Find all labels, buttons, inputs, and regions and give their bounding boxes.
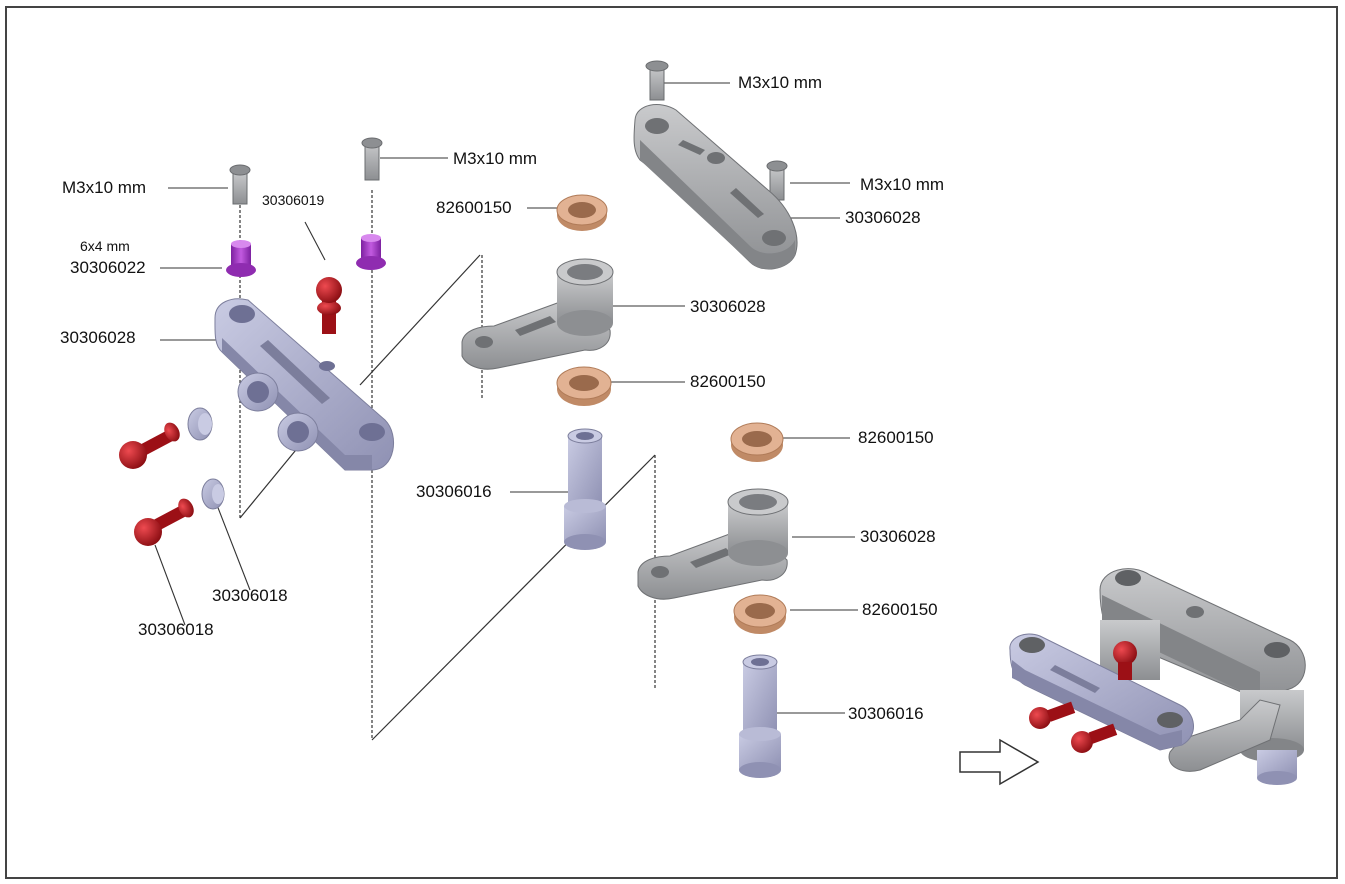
- label-bellcrank-left: 30306028: [60, 328, 136, 347]
- bushing-left: [226, 240, 256, 277]
- bellcrank-top-right: [633, 104, 798, 270]
- screw-mid: [361, 137, 383, 181]
- bearing-2: [556, 366, 612, 406]
- arm-lower: [637, 488, 789, 600]
- label-bushing-size: 6x4 mm: [80, 238, 130, 254]
- shaft-upper: [564, 428, 606, 550]
- shaft-lower: [739, 654, 781, 778]
- bearing-1: [556, 194, 608, 231]
- leader-lines: [154, 82, 858, 714]
- label-bearing-4: 82600150: [862, 600, 938, 619]
- screw-top-right: [645, 60, 669, 101]
- label-shaft-upper: 30306016: [416, 482, 492, 501]
- bellcrank-left: [214, 298, 394, 471]
- ball-joint-left-upper: [119, 422, 180, 469]
- label-bearing-1: 82600150: [436, 198, 512, 217]
- bearing-4: [733, 594, 787, 634]
- arm-upper: [461, 258, 614, 370]
- spacer-lower: [201, 478, 225, 510]
- assembled-unit: [1009, 568, 1306, 785]
- result-arrow-icon: [959, 738, 1040, 786]
- ball-joint-top: [316, 277, 342, 334]
- label-bushing-part: 30306022: [70, 258, 146, 277]
- label-screw-right: M3x10 mm: [860, 175, 945, 194]
- label-bearing-3: 82600150: [858, 428, 934, 447]
- label-bearing-2: 82600150: [690, 372, 766, 391]
- screw-right: [766, 160, 788, 201]
- label-spacer: 30306018: [212, 586, 288, 605]
- label-arm-upper: 30306028: [690, 297, 766, 316]
- spacer-upper: [187, 407, 213, 441]
- ball-joint-left-lower: [134, 498, 194, 546]
- bearing-3: [730, 422, 784, 462]
- label-arm-lower: 30306028: [860, 527, 936, 546]
- screw-left: [229, 164, 251, 205]
- label-screw-left: M3x10 mm: [62, 178, 147, 197]
- label-screw-mid: M3x10 mm: [453, 149, 538, 168]
- bushing-mid: [356, 234, 386, 270]
- label-ball-joint-bottom: 30306018: [138, 620, 214, 639]
- label-ball-joint-top: 30306019: [262, 192, 325, 208]
- label-screw-top-right: M3x10 mm: [738, 73, 823, 92]
- label-shaft-lower: 30306016: [848, 704, 924, 723]
- assembly-connector-lines: [239, 254, 656, 741]
- label-bellcrank-top-right: 30306028: [845, 208, 921, 227]
